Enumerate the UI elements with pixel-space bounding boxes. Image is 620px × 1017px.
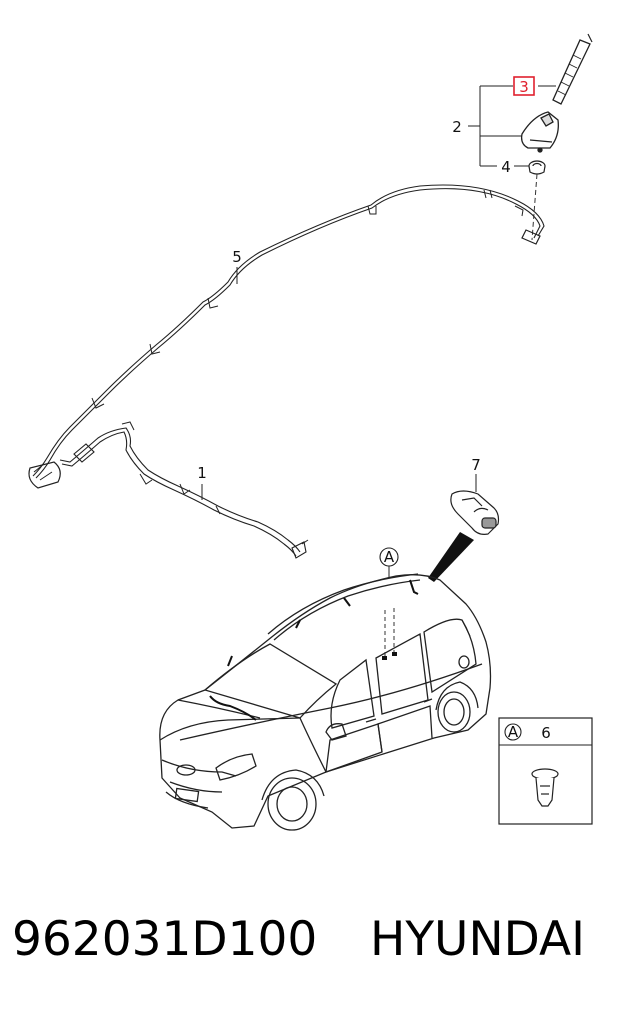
connector-part <box>450 490 500 535</box>
extension-cable <box>59 421 309 559</box>
callout-2: 2 <box>452 118 462 136</box>
part-number-caption: 962031D100 <box>12 912 318 967</box>
brand-caption: HYUNDAI <box>370 912 585 967</box>
antenna-cable <box>28 184 545 489</box>
pointer-arrow <box>428 532 474 582</box>
callout-5: 5 <box>232 248 242 266</box>
inset-box: A 6 <box>498 717 593 825</box>
car-cable-route <box>209 579 419 721</box>
ref-a-marker: A <box>379 547 399 660</box>
antenna-axis-line <box>531 173 538 241</box>
ref-a-label: A <box>384 548 395 566</box>
callout-3: 3 <box>519 78 529 96</box>
antenna-mast <box>552 33 593 105</box>
inset-ref-label: A <box>508 723 519 741</box>
clip-part <box>531 768 559 807</box>
callout-6: 6 <box>541 724 551 742</box>
callout-bracket <box>468 85 556 167</box>
callout-7: 7 <box>471 456 481 474</box>
antenna-gasket <box>528 160 546 175</box>
callout-1: 1 <box>197 464 207 482</box>
callout-4: 4 <box>501 158 511 176</box>
antenna-base <box>520 111 559 153</box>
car-body <box>159 573 492 831</box>
parts-diagram: A A 6 1 2 3 4 5 7 <box>28 33 593 831</box>
callout-3-highlight: 3 <box>513 76 535 96</box>
callout-3-box <box>513 76 535 96</box>
